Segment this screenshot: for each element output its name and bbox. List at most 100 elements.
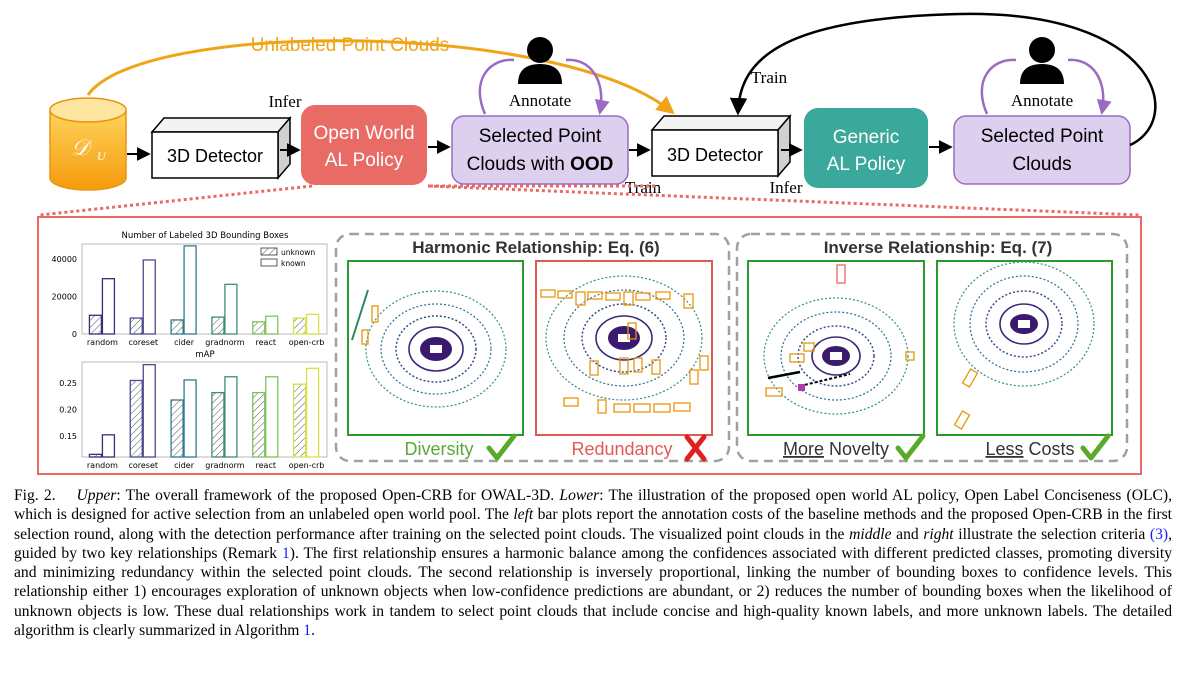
annotate-label-2: Annotate xyxy=(1011,91,1073,110)
selected2-line2: Clouds xyxy=(1012,154,1071,175)
chart1-ytick: 0 xyxy=(72,330,77,339)
chart2-bar-gradnorm-unknown xyxy=(211,391,225,458)
chart1-ytick: 20000 xyxy=(52,293,77,302)
chart2-bar-cider-unknown xyxy=(170,399,184,458)
chart2-bar-coreset-unknown xyxy=(129,379,143,458)
selected-generic-box xyxy=(953,115,1131,185)
caption-t4: illustrate the selection criteria xyxy=(953,525,1150,543)
train-loop-arrow xyxy=(729,12,1157,147)
caption-t7: . xyxy=(311,622,315,640)
inverse-title: Inverse Relationship: Eq. (7) xyxy=(824,238,1053,257)
caption-ref-eq3[interactable]: (3) xyxy=(1149,525,1169,543)
caption-lower: Lower xyxy=(559,487,600,504)
detector-label-2: 3D Detector xyxy=(667,145,763,165)
pointcloud-diversity xyxy=(347,260,524,436)
chart1-bar-open-crb-known xyxy=(305,313,320,335)
policy2-line1: Generic xyxy=(833,127,900,148)
du-subscript: U xyxy=(97,149,107,163)
chart1-bar-gradnorm-unknown xyxy=(211,316,225,335)
figure-diagram: Unlabeled Point Clouds 𝒟 U 3D Detector I… xyxy=(37,12,1157,475)
inverse-group xyxy=(735,232,1129,463)
chart1-bar-open-crb-unknown xyxy=(292,317,307,335)
chart2-title: mAP xyxy=(195,350,214,360)
legend-swatch-known xyxy=(260,258,278,267)
costs-label: Less Costs xyxy=(985,439,1074,459)
chart2-ytick: 0.15 xyxy=(59,432,77,441)
caption-left: left xyxy=(513,506,534,524)
cross-icon xyxy=(684,434,707,462)
chart2-bar-open-crb-unknown xyxy=(292,383,307,458)
selected2-line1: Selected Point xyxy=(981,126,1104,147)
chart1-bar-random-unknown xyxy=(88,314,103,335)
chart2-bar-cider-known xyxy=(183,379,197,458)
chart2-ytick: 0.25 xyxy=(59,379,77,388)
train-label-2: Train xyxy=(751,68,788,87)
caption-t5: , guided by two key relationships (Remar… xyxy=(14,525,1172,562)
check-icon-2 xyxy=(895,433,926,461)
chart2-xtick: react xyxy=(256,461,276,470)
redundancy-label: Redundancy xyxy=(571,439,672,459)
chart2-xtick: open-crb xyxy=(289,461,325,470)
caption-ref-algorithm[interactable]: 1 xyxy=(303,622,312,640)
pointcloud-redundancy xyxy=(535,260,713,436)
caption-upper: Upper xyxy=(76,487,117,504)
caption-ref-remark[interactable]: 1 xyxy=(281,544,290,562)
harmonic-group xyxy=(334,232,731,463)
infer-label-1: Infer xyxy=(268,92,301,111)
caption-lower-text: : The illustration of the proposed open … xyxy=(14,487,1172,524)
chart2-bar-react-known xyxy=(265,376,279,458)
chart2-xtick: gradnorm xyxy=(205,461,244,470)
chart2-bar-gradnorm-known xyxy=(224,376,238,458)
novelty-label: More Novelty xyxy=(783,439,889,459)
chart2-ytick: 0.20 xyxy=(59,406,77,415)
check-icon xyxy=(486,433,517,461)
unlabeled-pool-cylinder: 𝒟 U xyxy=(49,97,127,191)
chart-labeled-boxes: Number of Labeled 3D Bounding Boxes 0 200… xyxy=(52,231,328,347)
generic-policy-box xyxy=(804,108,928,188)
harmonic-title: Harmonic Relationship: Eq. (6) xyxy=(412,238,659,257)
legend-label-known: known xyxy=(281,259,306,268)
person-icon-2 xyxy=(1020,37,1064,84)
chart1-title: Number of Labeled 3D Bounding Boxes xyxy=(122,231,289,241)
chart1-xtick: cider xyxy=(174,338,195,347)
chart1-bar-coreset-known xyxy=(142,259,156,335)
figure-caption: Fig. 2. Upper: The overall framework of … xyxy=(14,486,1172,640)
chart1-xtick: coreset xyxy=(128,338,158,347)
pointcloud-more-novelty xyxy=(747,260,925,436)
chart1-bar-cider-unknown xyxy=(170,319,184,335)
caption-t3: and xyxy=(891,525,924,543)
caption-fig: Fig. 2. xyxy=(14,487,56,504)
chart1-xtick: open-crb xyxy=(289,338,325,347)
caption-t6: ). The first relationship ensures a harm… xyxy=(14,544,1173,640)
chart2-xtick: random xyxy=(87,461,118,470)
caption-middle: middle xyxy=(849,525,892,543)
person-icon xyxy=(518,37,562,84)
chart2-bar-random-known xyxy=(101,434,116,458)
caption-t2: bar plots report the annotation costs of… xyxy=(14,506,1173,543)
selected1-line2: Clouds with OOD xyxy=(467,154,614,175)
du-symbol: 𝒟 xyxy=(71,135,93,160)
chart1-ytick: 40000 xyxy=(52,255,77,264)
policy1-line2: AL Policy xyxy=(325,150,404,171)
check-icon-3 xyxy=(1080,433,1111,461)
annotate-label-1: Annotate xyxy=(509,91,571,110)
chart1-bar-react-unknown xyxy=(252,321,266,335)
unlabeled-arrow xyxy=(86,39,675,115)
chart1-bar-random-known xyxy=(101,278,116,335)
selected1-line1: Selected Point xyxy=(479,126,602,147)
chart1-bar-cider-known xyxy=(183,245,197,335)
detector-label-1: 3D Detector xyxy=(167,146,263,166)
caption-upper-text: : The overall framework of the proposed … xyxy=(116,487,560,504)
train-label-1: Train xyxy=(625,178,662,197)
chart2-bar-random-unknown xyxy=(88,453,103,458)
chart1-xtick: random xyxy=(87,338,118,347)
chart2-bar-react-unknown xyxy=(252,391,266,458)
chart2-bar-coreset-known xyxy=(142,363,156,458)
unlabeled-label: Unlabeled Point Clouds xyxy=(251,35,450,56)
caption-right: right xyxy=(923,525,954,543)
legend-swatch-unknown xyxy=(260,247,278,256)
selected-ood-box xyxy=(451,115,629,185)
chart1-bar-react-known xyxy=(265,315,279,335)
pointcloud-less-costs xyxy=(936,260,1113,436)
